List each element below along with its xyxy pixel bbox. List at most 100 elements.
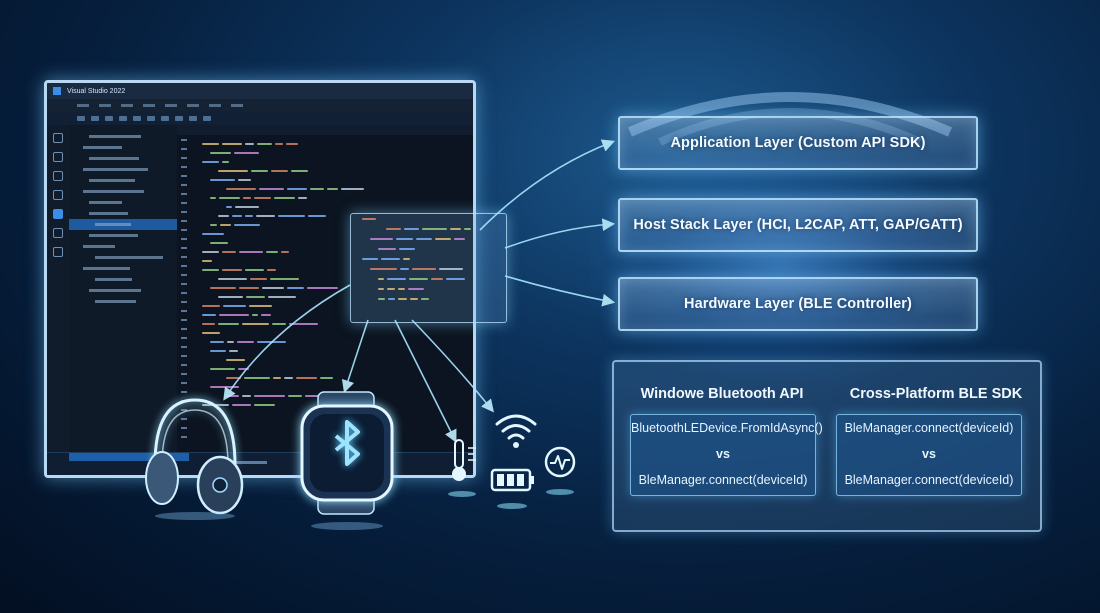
code-line bbox=[199, 184, 463, 193]
status-text bbox=[207, 461, 267, 464]
hardware-layer: Hardware Layer (BLE Controller) bbox=[618, 277, 978, 331]
code-line bbox=[199, 211, 463, 220]
arrow-to-wifi bbox=[411, 319, 494, 413]
code-line bbox=[351, 224, 506, 234]
ide-menu-bar[interactable] bbox=[47, 99, 473, 111]
tree-item[interactable] bbox=[69, 153, 177, 164]
code-text[interactable] bbox=[199, 139, 463, 409]
arrow-to-host-layer bbox=[504, 218, 616, 249]
tree-item[interactable] bbox=[69, 285, 177, 296]
tree-item[interactable] bbox=[69, 219, 177, 230]
tree-item[interactable] bbox=[69, 263, 177, 274]
code-line bbox=[199, 238, 463, 247]
extensions-icon[interactable] bbox=[53, 209, 63, 219]
tree-item[interactable] bbox=[69, 164, 177, 175]
code-line bbox=[351, 294, 506, 304]
windows-api-vs: vs bbox=[716, 447, 730, 461]
code-line bbox=[199, 166, 463, 175]
code-line bbox=[199, 247, 463, 256]
source-control-icon[interactable] bbox=[53, 171, 63, 181]
windows-api-code-box: BluetoothLEDevice.FromIdAsync() vs BleMa… bbox=[630, 414, 823, 496]
activity-bar[interactable] bbox=[47, 125, 69, 453]
code-line bbox=[199, 364, 463, 373]
explorer-icon[interactable] bbox=[53, 133, 63, 143]
wifi-icon bbox=[495, 414, 537, 448]
arrow-to-watch bbox=[341, 319, 369, 394]
tree-item[interactable] bbox=[69, 252, 177, 263]
host-stack-layer: Host Stack Layer (HCI, L2CAP, ATT, GAP/G… bbox=[618, 198, 978, 252]
code-line bbox=[199, 283, 463, 292]
arrow-to-thermometer bbox=[394, 319, 457, 443]
line-numbers bbox=[181, 139, 193, 445]
status-accent bbox=[69, 453, 189, 461]
code-line bbox=[199, 229, 463, 238]
api-comparison-panel: Windowe Bluetooth API Cross-Platform BLE… bbox=[612, 360, 1042, 532]
code-line bbox=[199, 310, 463, 319]
terminal-icon[interactable] bbox=[53, 247, 63, 257]
editor-tabs[interactable] bbox=[177, 125, 473, 135]
code-line bbox=[351, 284, 506, 294]
cross-platform-line-1: BleManager.connect(deviceId) bbox=[844, 421, 1014, 435]
application-layer-label: Application Layer (Custom API SDK) bbox=[670, 135, 926, 151]
code-line bbox=[199, 193, 463, 202]
code-line bbox=[199, 346, 463, 355]
arrow-to-headphones bbox=[223, 284, 351, 401]
heart-rate-icon bbox=[544, 446, 576, 495]
search-icon[interactable] bbox=[53, 152, 63, 162]
ide-monitor: Visual Studio 2022 bbox=[44, 80, 476, 478]
visual-studio-logo-icon bbox=[53, 87, 61, 95]
code-line bbox=[351, 274, 506, 284]
code-line bbox=[199, 319, 463, 328]
code-line bbox=[351, 244, 506, 254]
code-line bbox=[199, 256, 463, 265]
debug-icon[interactable] bbox=[53, 190, 63, 200]
application-layer: Application Layer (Custom API SDK) bbox=[618, 116, 978, 170]
code-line bbox=[351, 264, 506, 274]
code-line bbox=[199, 373, 463, 382]
code-line bbox=[199, 328, 463, 337]
code-line bbox=[199, 157, 463, 166]
tree-item[interactable] bbox=[69, 241, 177, 252]
hardware-layer-label: Hardware Layer (BLE Controller) bbox=[684, 296, 912, 312]
code-line bbox=[199, 148, 463, 157]
tree-item[interactable] bbox=[69, 197, 177, 208]
tree-item[interactable] bbox=[69, 274, 177, 285]
tree-item[interactable] bbox=[69, 186, 177, 197]
ide-title-bar: Visual Studio 2022 bbox=[47, 83, 473, 99]
code-line bbox=[199, 175, 463, 184]
tree-item[interactable] bbox=[69, 142, 177, 153]
tree-item[interactable] bbox=[69, 208, 177, 219]
code-line bbox=[199, 139, 463, 148]
code-line bbox=[199, 355, 463, 364]
cross-platform-heading: Cross-Platform BLE SDK bbox=[849, 386, 1023, 402]
cross-platform-code-box: BleManager.connect(deviceId) vs BleManag… bbox=[836, 414, 1022, 496]
code-line bbox=[199, 301, 463, 310]
floating-code-snippet bbox=[350, 213, 507, 323]
code-line bbox=[199, 265, 463, 274]
solution-explorer[interactable] bbox=[69, 125, 177, 453]
arrow-to-application-layer bbox=[479, 139, 615, 231]
code-line bbox=[199, 220, 463, 229]
tree-item[interactable] bbox=[69, 131, 177, 142]
code-line bbox=[199, 292, 463, 301]
headphones-icon bbox=[145, 398, 244, 520]
tree-item[interactable] bbox=[69, 296, 177, 307]
smartwatch-bluetooth-icon bbox=[300, 391, 394, 530]
battery-icon bbox=[490, 468, 534, 509]
windows-api-heading: Windowe Bluetooth API bbox=[640, 386, 804, 402]
tree-item[interactable] bbox=[69, 230, 177, 241]
code-line bbox=[351, 254, 506, 264]
code-line bbox=[199, 274, 463, 283]
test-icon[interactable] bbox=[53, 228, 63, 238]
host-stack-layer-label: Host Stack Layer (HCI, L2CAP, ATT, GAP/G… bbox=[633, 217, 963, 233]
windows-api-line-2: BleManager.connect(deviceId) bbox=[638, 473, 808, 487]
cross-platform-vs: vs bbox=[922, 447, 936, 461]
windows-api-line-1: BluetoothLEDevice.FromIdAsync() bbox=[631, 421, 823, 435]
code-line bbox=[199, 202, 463, 211]
code-line bbox=[351, 234, 506, 244]
code-line bbox=[351, 214, 506, 224]
tree-item[interactable] bbox=[69, 175, 177, 186]
cross-platform-line-2: BleManager.connect(deviceId) bbox=[844, 473, 1014, 487]
ide-title: Visual Studio 2022 bbox=[67, 87, 126, 95]
